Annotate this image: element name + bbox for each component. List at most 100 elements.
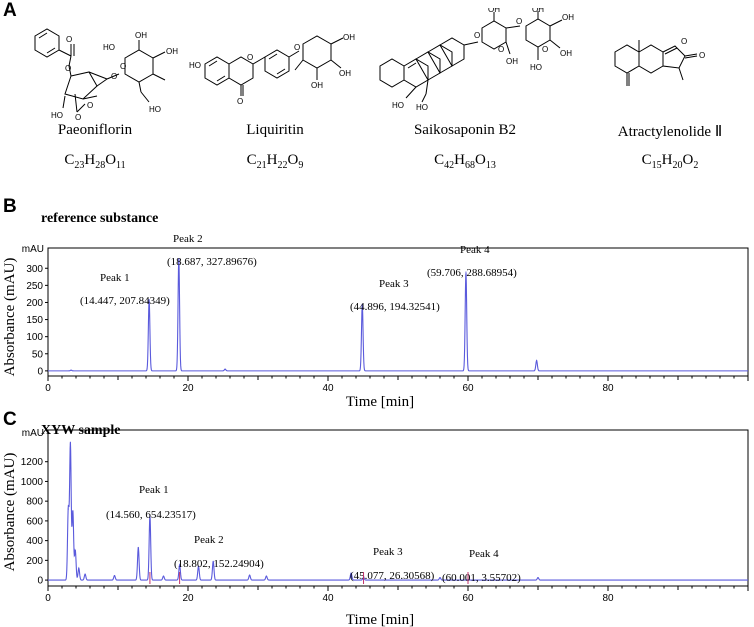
y-tick-label: 50	[32, 349, 44, 360]
y-tick-label: 200	[26, 298, 43, 309]
x-tick-label: 20	[182, 383, 194, 394]
peak-point	[84, 573, 86, 575]
o-label: O	[237, 97, 243, 106]
peak-coordinates: (44.896, 194.32541)	[350, 301, 440, 313]
o-label: O	[294, 43, 300, 52]
peak-point	[537, 577, 539, 579]
formula-element: O	[105, 152, 117, 168]
o-label: O	[65, 64, 71, 73]
formula-element: O	[682, 152, 694, 168]
peak-point	[439, 577, 441, 579]
oh-label: OH	[135, 31, 147, 40]
peak-point	[148, 299, 150, 301]
paeoniflorin-structure: O O OH OH HO O O HO O HO O	[34, 28, 178, 122]
oh-label: OH	[562, 13, 574, 22]
peak-label: Peak 1	[139, 484, 169, 496]
peak-coordinates: (59.706, 288.68954)	[427, 267, 517, 279]
peak-coordinates: (45.077, 26.30568)	[350, 570, 435, 582]
y-tick-label: 0	[37, 576, 43, 587]
peak-point	[179, 564, 181, 566]
x-tick-label: 80	[602, 383, 614, 394]
formula-count: 13	[485, 160, 496, 171]
compound-name-saikosaponin-b2: Saikosaponin B2	[413, 122, 517, 138]
peak-point	[212, 560, 214, 562]
peak-point	[350, 572, 352, 574]
panel-letter-c: C	[3, 409, 17, 430]
oh-label: OH	[339, 69, 351, 78]
y-tick-label: 600	[26, 516, 43, 527]
y-tick-label: 400	[26, 536, 43, 547]
reference-chromatogram: reference substancemAU050100150200250300…	[2, 211, 749, 410]
ho-label: HO	[51, 111, 63, 120]
formula-element: H	[266, 152, 278, 168]
o-label: O	[66, 35, 72, 44]
ho-label: HO	[103, 43, 115, 52]
x-tick-label: 60	[462, 383, 474, 394]
formula-element: C	[641, 152, 652, 168]
formula-count: 42	[444, 160, 455, 171]
x-tick-label: 0	[45, 383, 51, 394]
formula-element: H	[661, 152, 673, 168]
formula-element: O	[287, 152, 299, 168]
structures-panel: O O OH OH HO O O HO O HO O O OH HO O	[0, 0, 754, 200]
compound-formula-saikosaponin-b2: C42H68O13	[375, 152, 555, 171]
peak-point	[69, 443, 71, 445]
x-tick-label: 40	[322, 593, 334, 604]
o-label: O	[542, 45, 548, 54]
o-label: O	[111, 72, 117, 81]
x-axis-label: Time [min]	[346, 394, 414, 410]
formula-element: C	[434, 152, 445, 168]
formula-count: 11	[116, 160, 126, 171]
peak-point	[361, 303, 363, 306]
oh-label: OH	[506, 57, 518, 66]
oh-label: OH	[343, 33, 355, 42]
y-axis-label: Absorbance (mAU)	[2, 453, 18, 572]
ho-label: HO	[530, 63, 542, 72]
formula-count: 20	[672, 160, 683, 171]
compound-name-liquiritin: Liquiritin	[246, 122, 304, 138]
formula-count: 9	[298, 160, 304, 171]
y-tick-label: 150	[26, 315, 43, 326]
y-tick-label: 100	[26, 332, 43, 343]
chart-title: XYW sample	[41, 423, 120, 438]
peak-label: Peak 2	[173, 233, 203, 245]
y-tick-label: 0	[37, 366, 43, 377]
peak-point	[149, 514, 151, 517]
peak-label: Peak 2	[194, 534, 224, 546]
chromatogram-trace	[48, 258, 748, 372]
o-label: O	[498, 45, 504, 54]
peak-point	[224, 368, 226, 370]
x-tick-label: 40	[322, 383, 334, 394]
formula-count: 21	[256, 160, 267, 171]
compound-name-atractylenolide: Atractylenolide Ⅱ	[617, 124, 723, 140]
oh-label: OH	[488, 8, 500, 14]
o-label: O	[75, 113, 81, 122]
formula-element: C	[64, 152, 75, 168]
compound-formula-atractylenolide: C15H20O2	[580, 152, 754, 171]
atractylenolide-structure: O O	[614, 37, 705, 86]
peak-label: Peak 4	[469, 548, 499, 560]
y-tick-label: 1200	[21, 457, 44, 468]
peak-coordinates: (18.687, 327.89676)	[167, 256, 257, 268]
plot-frame	[47, 429, 749, 587]
ho-label: HO	[392, 101, 404, 110]
peak-point	[178, 258, 180, 260]
o-label: O	[681, 37, 687, 46]
o-label: O	[247, 53, 253, 62]
peak-label: Peak 3	[379, 278, 409, 290]
o-label: O	[120, 62, 126, 71]
peak-coordinates: (60.001, 3.55702)	[442, 572, 521, 584]
compound-formula-paeoniflorin: C23H28O11	[5, 152, 185, 171]
oh-label: OH	[311, 81, 323, 90]
formula-count: 68	[465, 160, 475, 171]
ho-label: HO	[416, 103, 428, 112]
panel-letter-a: A	[3, 0, 17, 21]
formula-count: 23	[74, 160, 85, 171]
peak-point	[74, 549, 76, 552]
compound-name-paeoniflorin: Paeoniflorin	[57, 122, 133, 138]
oh-label: OH	[166, 47, 178, 56]
peak-point	[72, 510, 74, 512]
formula-count: 22	[277, 160, 288, 171]
formula-element: C	[246, 152, 257, 168]
